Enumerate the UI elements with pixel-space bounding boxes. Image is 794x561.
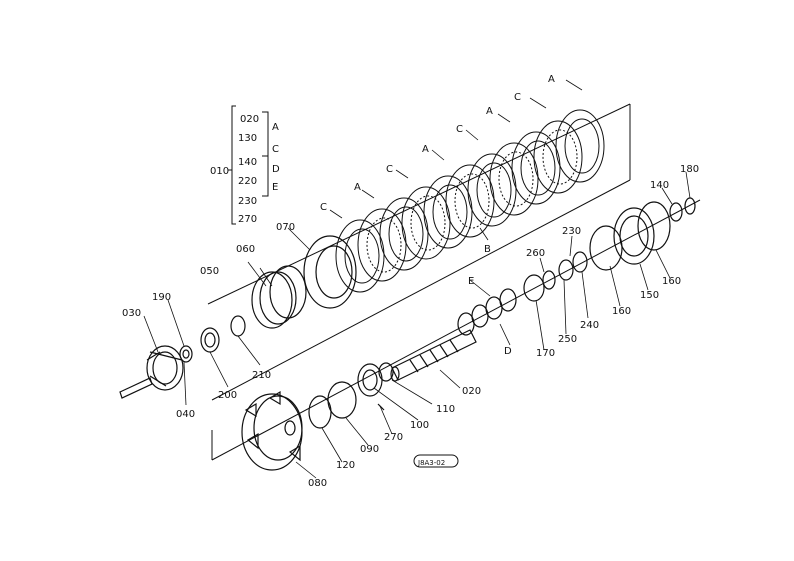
label-160-a: 160 (612, 306, 631, 317)
clutch-plate-inner (410, 195, 446, 251)
label-c4: C (320, 202, 327, 213)
label-090: 090 (360, 444, 379, 455)
stamp-frame (413, 454, 459, 468)
lower-parts (308, 362, 394, 429)
clutch-plate-inner (454, 173, 490, 229)
label-180: 180 (680, 164, 699, 175)
label-140-list: 140 (238, 157, 257, 168)
label-190: 190 (152, 292, 171, 303)
label-160-b: 160 (662, 276, 681, 287)
clutch-plate-stack (335, 109, 605, 293)
label-a3: A (422, 144, 429, 155)
stamp-label: J8A3-02 (417, 459, 445, 467)
label-240: 240 (580, 320, 599, 331)
piston (303, 235, 357, 309)
clutch-plate-outer (467, 153, 517, 227)
clutch-drum (241, 390, 303, 471)
clutch-plate-outer (533, 120, 583, 194)
clutch-plate-outer (489, 142, 539, 216)
label-200: 200 (218, 390, 237, 401)
clutch-plate-inner (432, 184, 468, 240)
clutch-plate-outer (401, 186, 451, 260)
clutch-plate-inner (388, 206, 424, 262)
label-210: 210 (252, 370, 271, 381)
label-bracket-d: D (272, 164, 280, 175)
label-270: 270 (384, 432, 403, 443)
label-170: 170 (536, 348, 555, 359)
label-b: B (484, 244, 491, 255)
label-230: 230 (562, 226, 581, 237)
clutch-plate-outer (379, 197, 429, 271)
clutch-plate-inner (520, 140, 556, 196)
label-060: 060 (236, 244, 255, 255)
label-110: 110 (436, 404, 455, 415)
clutch-plate-inner (366, 217, 402, 273)
label-c3: C (386, 164, 393, 175)
label-a1: A (548, 74, 555, 85)
label-130: 130 (238, 133, 257, 144)
label-140: 140 (650, 180, 669, 191)
clutch-plate-inner (542, 129, 578, 185)
label-230-list: 230 (238, 196, 257, 207)
label-120: 120 (336, 460, 355, 471)
clutch-plate-outer (423, 175, 473, 249)
label-260: 260 (526, 248, 545, 259)
label-bracket-e: E (272, 182, 278, 193)
label-030: 030 (122, 308, 141, 319)
output-shaft (390, 329, 477, 382)
bracket-group (228, 105, 269, 225)
label-020-list: 020 (240, 114, 259, 125)
right-rings (457, 197, 696, 336)
label-100: 100 (410, 420, 429, 431)
clutch-plate-inner (476, 162, 512, 218)
label-bracket-a: A (272, 122, 279, 133)
label-010: 010 (210, 166, 229, 177)
input-shaft (119, 345, 184, 399)
clutch-plate-outer (445, 164, 495, 238)
label-020: 020 (462, 386, 481, 397)
part-labels: 030 190 040 200 050 060 210 070 010 020 … (122, 74, 699, 489)
label-a2: A (486, 106, 493, 117)
bearings-left (179, 315, 246, 363)
label-e: E (468, 276, 474, 287)
leader-lines (143, 79, 691, 479)
clutch-plate-inner (344, 228, 380, 284)
clutch-plate-outer (357, 208, 407, 282)
label-040: 040 (176, 409, 195, 420)
label-250: 250 (558, 334, 577, 345)
clutch-plate-outer (555, 109, 605, 183)
clutch-plate-outer (511, 131, 561, 205)
label-050: 050 (200, 266, 219, 277)
clutch-plate-outer (335, 219, 385, 293)
label-150: 150 (640, 290, 659, 301)
label-080: 080 (308, 478, 327, 489)
label-bracket-c: C (272, 144, 279, 155)
label-220: 220 (238, 176, 257, 187)
label-c2: C (456, 124, 463, 135)
label-d: D (504, 346, 512, 357)
snap-rings (251, 265, 307, 329)
label-c1: C (514, 92, 521, 103)
label-270-list: 270 (238, 214, 257, 225)
clutch-plate-inner (498, 151, 534, 207)
label-070: 070 (276, 222, 295, 233)
clutch-plate-inner (564, 118, 600, 174)
label-a4: A (354, 182, 361, 193)
